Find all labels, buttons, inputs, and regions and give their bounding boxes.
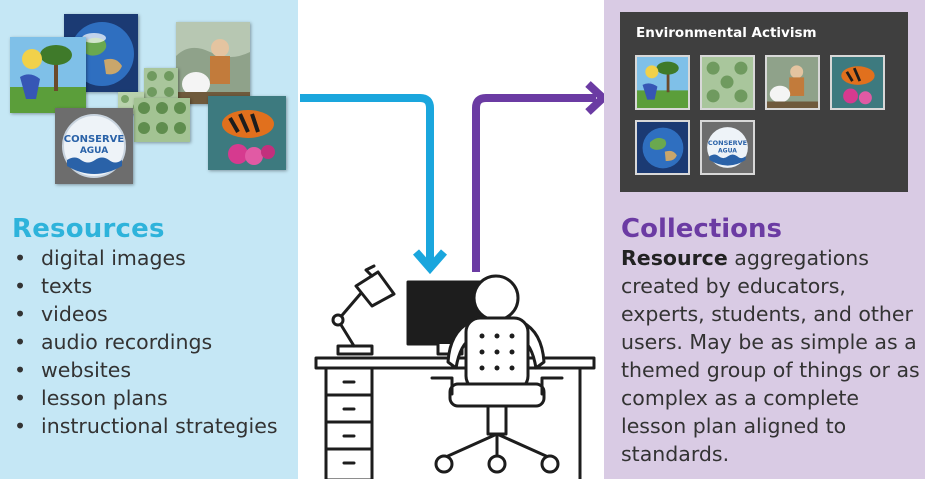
collection-thumb-conserve-agua-art: CONSERVE AGUA (702, 122, 753, 173)
conserve-agua-badge-art: CONSERVE AGUA (55, 108, 133, 184)
purple-arrow (472, 94, 596, 272)
green-tile-image-art-3 (134, 98, 190, 142)
green-tile-image[interactable] (134, 98, 190, 142)
resources-panel: CONSERVE AGUA Resources • digital images … (0, 0, 298, 479)
collection-preview-box[interactable]: Environmental Activism (620, 12, 908, 192)
resource-list-item: • websites (14, 356, 278, 384)
bullet-icon: • (14, 274, 27, 298)
fish-coral-image[interactable] (208, 96, 286, 170)
fish-coral-image-art (208, 96, 286, 170)
collections-description: Resource aggregations created by educato… (621, 244, 921, 468)
resource-item-label: instructional strategies (41, 414, 278, 438)
purple-arrowhead-icon (585, 81, 604, 115)
person-with-dog-image-art (176, 22, 250, 104)
collection-thumb-person-with-dog[interactable] (765, 55, 820, 110)
resource-item-label: digital images (41, 246, 186, 270)
bullet-icon: • (14, 358, 27, 382)
badge-text-line1: CONSERVE (64, 134, 125, 145)
tree-runner-image-art (10, 37, 86, 113)
collection-thumb-globe[interactable] (635, 120, 690, 175)
collections-description-text: aggregations created by educators, exper… (621, 246, 920, 466)
blue-arrowhead-icon (412, 249, 448, 275)
resource-image-collage: CONSERVE AGUA (0, 0, 298, 190)
desk-scene (314, 264, 596, 479)
collection-thumb-green-pattern[interactable] (700, 55, 755, 110)
tree-runner-image[interactable] (10, 37, 86, 113)
resource-item-label: videos (41, 302, 108, 326)
collection-thumb-green-pattern-art (702, 57, 753, 108)
resource-list-item: • lesson plans (14, 384, 278, 412)
green-tile-image-art-1 (144, 68, 178, 100)
collections-description-bold: Resource (621, 246, 728, 270)
resource-list-item: • texts (14, 272, 278, 300)
resource-item-label: websites (41, 358, 132, 382)
collection-thumb-person-with-dog-art (767, 57, 818, 108)
resource-list-item: • audio recordings (14, 328, 278, 356)
collections-panel: Environmental Activism (604, 0, 925, 479)
collection-thumb-fish-coral-art (832, 57, 883, 108)
collection-thumb-globe-art (637, 122, 688, 173)
collection-title[interactable]: Environmental Activism (636, 25, 817, 41)
resource-item-label: lesson plans (41, 386, 168, 410)
collection-thumb-tree-runner-art (637, 57, 688, 108)
resource-list-item: • videos (14, 300, 278, 328)
badge-text-line2: AGUA (80, 146, 108, 156)
resources-list: • digital images • texts • videos • audio re… (14, 244, 278, 440)
resource-list-item: • digital images (14, 244, 278, 272)
conserve-agua-badge-image[interactable]: CONSERVE AGUA (55, 108, 133, 184)
collection-thumb-tree-runner[interactable] (635, 55, 690, 110)
blue-arrow (300, 94, 434, 262)
person-at-computer-illustration (300, 81, 604, 479)
collection-thumb-conserve-agua[interactable]: CONSERVE AGUA (700, 120, 755, 175)
thumb-badge-text-line1: CONSERVE (708, 139, 747, 147)
collections-title: Collections (621, 214, 783, 244)
resources-title: Resources (12, 214, 165, 244)
thumb-badge-text-line2: AGUA (718, 148, 737, 155)
resource-item-label: audio recordings (41, 330, 213, 354)
green-tile-image[interactable] (144, 68, 178, 100)
bullet-icon: • (14, 414, 27, 438)
chair-dots (479, 333, 515, 371)
bullet-icon: • (14, 302, 27, 326)
bullet-icon: • (14, 386, 27, 410)
collection-thumb-fish-coral[interactable] (830, 55, 885, 110)
resource-list-item: • instructional strategies (14, 412, 278, 440)
resource-item-label: texts (41, 274, 93, 298)
bullet-icon: • (14, 246, 27, 270)
person-with-dog-image[interactable] (176, 22, 250, 104)
bullet-icon: • (14, 330, 27, 354)
